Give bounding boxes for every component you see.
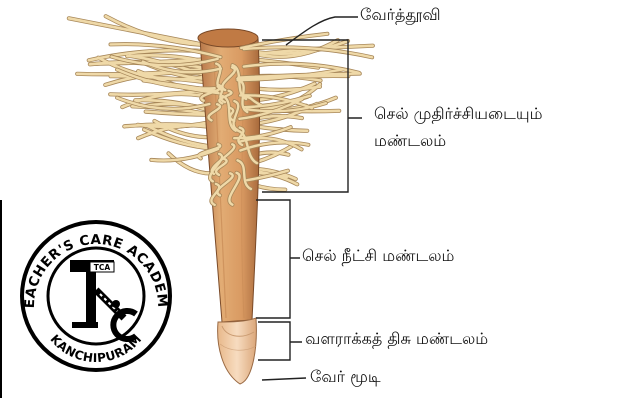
label-meristem-zone: வளராக்கத் திசு மண்டலம்	[305, 328, 488, 349]
label-maturation-zone-line1: செல் முதிர்ச்சியடையும்	[374, 103, 543, 124]
label-elongation-zone: செல் நீட்சி மண்டலம்	[302, 245, 454, 266]
academy-logo: TEACHER'S CARE ACADEMY KANCHIPURAM TCA	[22, 222, 170, 370]
pointer-root-tip	[262, 378, 306, 380]
label-root-tip: வேர் மூடி	[310, 366, 381, 387]
logo-badge-text: TCA	[94, 263, 111, 272]
label-maturation-zone-line2: மண்டலம்	[374, 130, 446, 151]
label-root-cap: வேர்த்தூவி	[360, 4, 441, 25]
bracket-meristem	[258, 322, 302, 360]
bracket-elongation	[256, 200, 300, 318]
